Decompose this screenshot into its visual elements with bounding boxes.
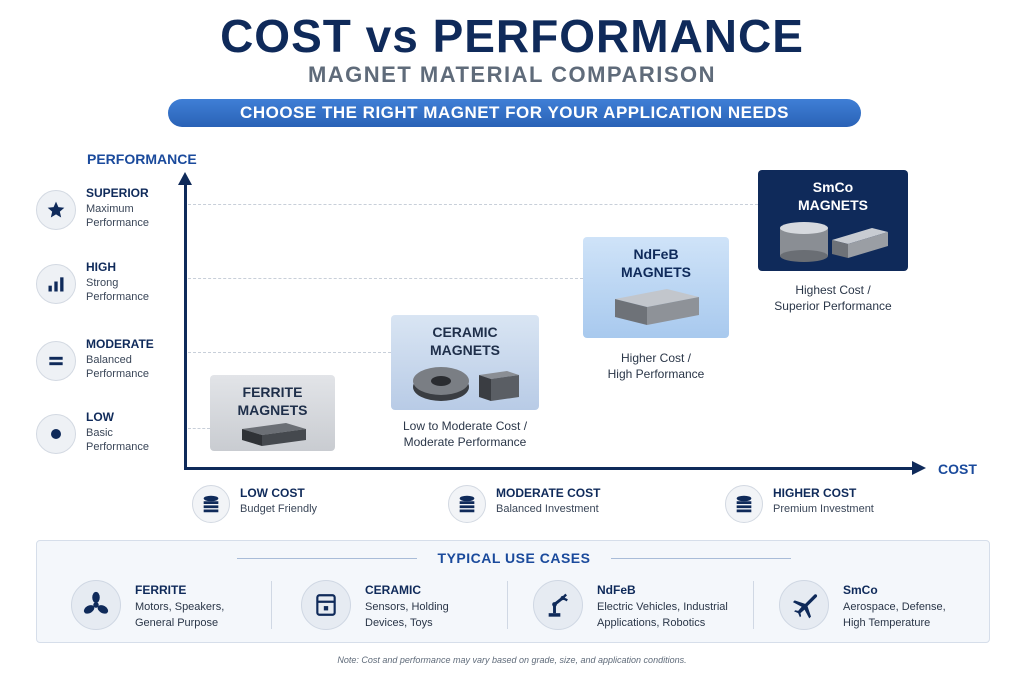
coin-stack-icon — [448, 485, 486, 523]
cost-level-higher: HIGHER COST Premium Investment — [725, 485, 905, 523]
use-case-ferrite: FERRITE Motors, Speakers,General Purpose — [71, 577, 271, 633]
block-magnet-icon — [242, 423, 306, 446]
x-axis-title: COST — [938, 461, 977, 477]
divider — [507, 581, 508, 629]
x-axis-arrow — [912, 461, 926, 475]
use-case-name: SmCo — [843, 583, 878, 597]
fan-icon — [71, 580, 121, 630]
cost-level-low: LOW COST Budget Friendly — [192, 485, 352, 523]
cost-level-moderate: MODERATE COST Balanced Investment — [448, 485, 628, 523]
dot-icon — [36, 414, 76, 454]
block-magnet-icon — [615, 289, 699, 325]
cost-level-name: HIGHER COST — [773, 486, 857, 500]
x-axis — [184, 467, 914, 470]
title-rule-right — [611, 558, 791, 559]
use-case-name: NdFeB — [597, 583, 636, 597]
guide-line-low — [188, 428, 210, 429]
coin-stack-icon — [725, 485, 763, 523]
level-name: MODERATE — [86, 337, 154, 351]
y-axis-title: PERFORMANCE — [87, 151, 197, 167]
level-name: LOW — [86, 410, 114, 424]
divider — [753, 581, 754, 629]
y-axis — [184, 180, 187, 470]
level-name: SUPERIOR — [86, 186, 149, 200]
star-icon — [36, 190, 76, 230]
footnote: Note: Cost and performance may vary base… — [337, 655, 687, 665]
cost-level-name: MODERATE COST — [496, 486, 601, 500]
ndfeb-cost-performance-label: Higher Cost /High Performance — [607, 351, 705, 381]
disc-and-bar-magnet-icon — [780, 222, 888, 262]
guide-line-high — [188, 278, 583, 279]
guide-line-superior — [188, 204, 758, 205]
airplane-icon — [779, 580, 829, 630]
equals-icon — [36, 341, 76, 381]
cost-level-desc: Balanced Investment — [496, 503, 599, 515]
robot-arm-icon — [533, 580, 583, 630]
smco-cost-performance-label: Highest Cost /Superior Performance — [774, 283, 892, 313]
ceramic-cost-performance-label: Low to Moderate Cost /Moderate Performan… — [402, 419, 528, 449]
sensor-device-icon — [301, 580, 351, 630]
cost-level-name: LOW COST — [240, 486, 305, 500]
bar-chart-icon — [36, 264, 76, 304]
cost-level-desc: Budget Friendly — [240, 503, 318, 515]
page-title: COST vs PERFORMANCE — [220, 10, 804, 62]
cost-level-desc: Premium Investment — [773, 503, 874, 515]
use-case-name: FERRITE — [135, 583, 187, 597]
use-case-desc: Aerospace, Defense,High Temperature — [843, 601, 946, 629]
banner: CHOOSE THE RIGHT MAGNET FOR YOUR APPLICA… — [168, 99, 861, 127]
ring-and-block-magnet-icon — [413, 367, 519, 401]
page-subtitle: MAGNET MATERIAL COMPARISON — [307, 62, 717, 87]
use-cases-panel: TYPICAL USE CASES FERRITE Motors, Speake… — [36, 540, 990, 643]
y-axis-arrow — [178, 172, 192, 185]
guide-line-moderate — [188, 352, 391, 353]
title-rule-left — [237, 558, 417, 559]
level-name: HIGH — [86, 260, 116, 274]
coin-stack-icon — [192, 485, 230, 523]
use-case-name: CERAMIC — [365, 583, 421, 597]
divider — [271, 581, 272, 629]
use-case-desc: Motors, Speakers,General Purpose — [135, 601, 225, 629]
use-cases-title: TYPICAL USE CASES — [437, 550, 591, 566]
use-case-smco: SmCo Aerospace, Defense,High Temperature — [779, 577, 979, 633]
